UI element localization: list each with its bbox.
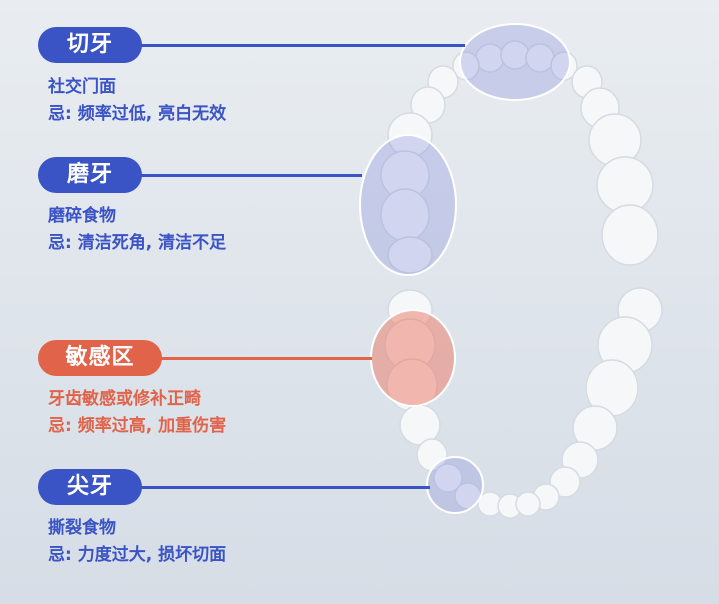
canine-pointer-line [140, 486, 430, 489]
canine-badge: 尖牙 [38, 469, 142, 505]
canine-function: 撕裂食物 [48, 518, 116, 538]
tooth [601, 204, 659, 266]
incisor-desc: 社交门面忌: 频率过低, 亮白无效 [48, 74, 226, 128]
tooth [387, 236, 433, 274]
molar-badge: 磨牙 [38, 157, 142, 193]
tooth [596, 156, 654, 214]
canine-warning: 忌: 力度过大, 损坏切面 [48, 545, 227, 565]
incisor-badge: 切牙 [38, 27, 142, 63]
sensitive-warning: 忌: 频率过高, 加重伤害 [48, 416, 227, 436]
molar-desc: 磨碎食物忌: 清洁死角, 清洁不足 [48, 203, 226, 257]
incisor-function: 社交门面 [48, 77, 116, 97]
canine-highlight [426, 456, 484, 514]
canine-desc: 撕裂食物忌: 力度过大, 损坏切面 [48, 515, 226, 569]
tooth [433, 463, 463, 493]
sensitive-desc: 牙齿敏感或修补正畸忌: 频率过高, 加重伤害 [48, 386, 226, 440]
incisor-warning: 忌: 频率过低, 亮白无效 [48, 104, 227, 124]
molar-highlight [359, 134, 457, 276]
sensitive-badge: 敏感区 [38, 340, 162, 376]
tooth [416, 438, 448, 472]
incisor-highlight [459, 23, 571, 101]
incisor-pointer-line [140, 44, 465, 47]
tooth [515, 491, 541, 517]
sensitive-function: 牙齿敏感或修补正畸 [48, 389, 201, 409]
molar-warning: 忌: 清洁死角, 清洁不足 [48, 233, 227, 253]
sensitive-highlight [370, 309, 456, 407]
molar-function: 磨碎食物 [48, 206, 116, 226]
sensitive-pointer-line [160, 357, 372, 360]
molar-pointer-line [140, 174, 362, 177]
